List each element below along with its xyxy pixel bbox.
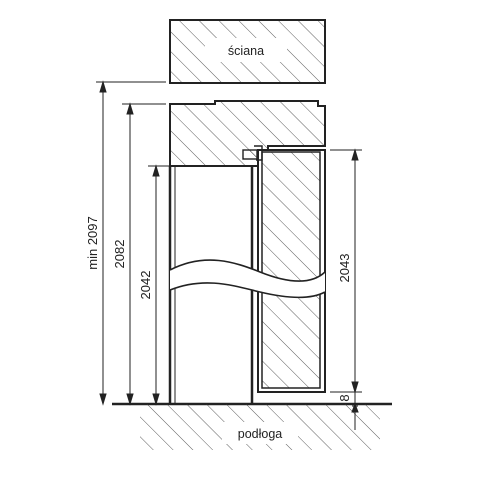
floor: podłoga bbox=[112, 402, 392, 450]
wall-label: ściana bbox=[228, 44, 264, 58]
frame-jamb bbox=[257, 149, 326, 393]
dimension-frame-height: 2082 bbox=[112, 240, 127, 269]
floor-label: podłoga bbox=[238, 427, 283, 441]
dimension-leaf-height: 2042 bbox=[138, 271, 153, 300]
dimension-lines bbox=[99, 80, 359, 430]
break-line bbox=[169, 259, 326, 299]
dimension-floor-gap: 8 bbox=[337, 394, 352, 401]
wall-block: ściana bbox=[169, 19, 326, 84]
dimension-opening-height: 2043 bbox=[337, 254, 352, 283]
dimension-min-total: min 2097 bbox=[85, 216, 100, 269]
